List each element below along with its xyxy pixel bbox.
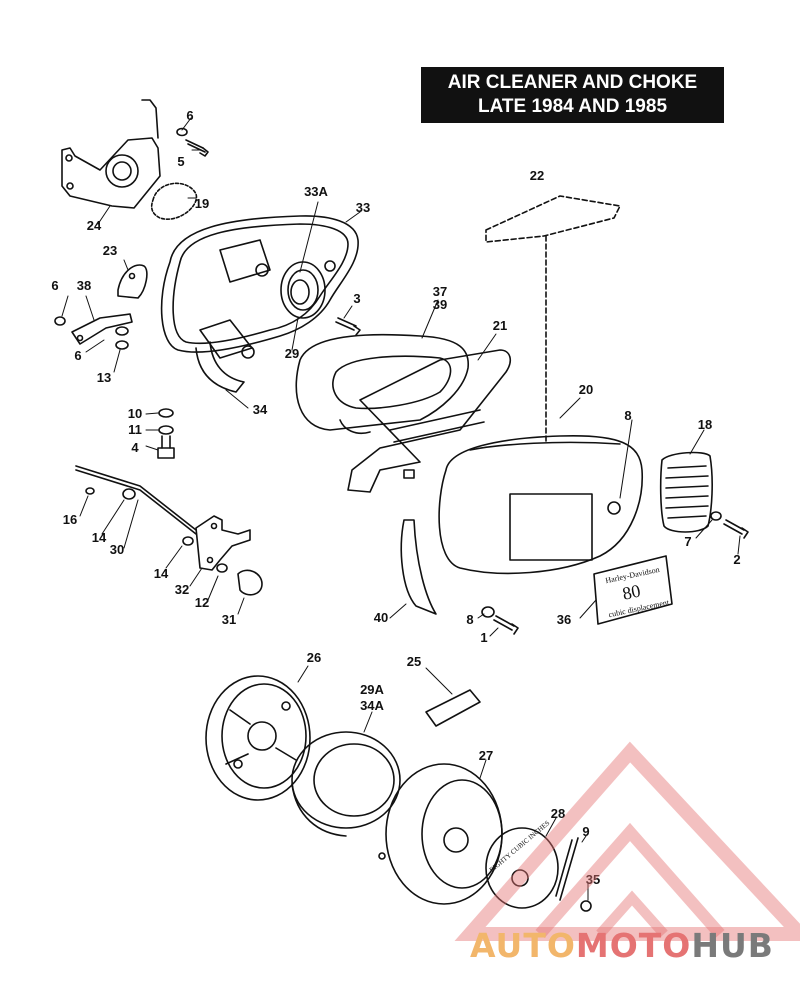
part-label-p39: 39 — [433, 297, 447, 312]
part-label-p33a: 33A — [304, 184, 328, 199]
part-label-p2: 2 — [733, 552, 740, 567]
title-line-1: AIR CLEANER AND CHOKE — [447, 72, 698, 93]
part-label-p6b: 6 — [51, 278, 58, 293]
part-label-p34a: 34A — [360, 698, 384, 713]
part-label-p18: 18 — [698, 417, 712, 432]
part-label-p22: 22 — [530, 168, 544, 183]
part-label-p4: 4 — [131, 440, 139, 455]
filter-element-37 — [295, 333, 469, 435]
leader-lines — [61, 117, 741, 901]
bracket-38 — [71, 313, 133, 345]
part-label-p7: 7 — [684, 534, 691, 549]
part-label-p35: 35 — [586, 872, 600, 887]
part-label-p13: 13 — [97, 370, 111, 385]
mounting-bracket — [61, 99, 161, 209]
backplate-33 — [160, 215, 359, 359]
watermark-moto: MOTO — [575, 926, 692, 965]
round-cover-27 — [378, 763, 503, 905]
air-cleaner-cover-20 — [438, 434, 643, 575]
part-label-p3: 3 — [353, 291, 360, 306]
plate-caption: cubic displacement — [608, 598, 671, 620]
part-label-p30: 30 — [110, 542, 124, 557]
emblem-plate-text: Harley-Davidson 80 cubic displacement — [605, 565, 671, 620]
washer-bolt-stack — [157, 408, 175, 459]
decal-22 — [485, 195, 621, 445]
part-label-p14a: 14 — [92, 530, 107, 545]
watermark-wordmark: AUTOMOTOHUB — [470, 926, 774, 965]
emblem-insert-18 — [659, 451, 713, 533]
part-label-p34: 34 — [253, 402, 268, 417]
washers-6-13 — [54, 316, 129, 350]
part-label-p31: 31 — [222, 612, 236, 627]
plate-number: 80 — [621, 581, 643, 604]
part-label-p14b: 14 — [154, 566, 169, 581]
part-label-p29: 29 — [285, 346, 299, 361]
part-label-p6a: 6 — [186, 108, 193, 123]
filter-support-21 — [347, 349, 512, 493]
screw-5 — [176, 127, 209, 157]
part-label-p26: 26 — [307, 650, 321, 665]
screw-2-washer-7 — [710, 511, 749, 539]
choke-cable-30 — [75, 465, 197, 546]
part-label-p12: 12 — [195, 595, 209, 610]
part-label-p38: 38 — [77, 278, 91, 293]
small-bracket-23 — [117, 264, 148, 299]
part-label-p10: 10 — [128, 406, 142, 421]
part-label-p1: 1 — [480, 630, 487, 645]
part-label-p8b: 8 — [466, 612, 473, 627]
part-label-p37: 37 — [433, 284, 447, 299]
diagram-title: AIR CLEANER AND CHOKE LATE 1984 AND 1985 — [421, 67, 724, 123]
choke-bracket-32 — [195, 515, 251, 571]
part-label-p36: 36 — [557, 612, 571, 627]
part-label-p27: 27 — [479, 748, 493, 763]
part-label-p21: 21 — [493, 318, 507, 333]
part-label-p32: 32 — [175, 582, 189, 597]
watermark-auto: AUTO — [470, 926, 576, 965]
part-label-p23: 23 — [103, 243, 117, 258]
part-label-p9: 9 — [582, 824, 589, 839]
part-label-p16: 16 — [63, 512, 77, 527]
gasket-25 — [425, 689, 481, 727]
round-filter-element-29a — [291, 731, 401, 837]
part-label-p11: 11 — [128, 422, 142, 437]
part-label-p25: 25 — [407, 654, 421, 669]
part-label-p40: 40 — [374, 610, 388, 625]
round-plate-28 — [485, 827, 559, 909]
part-label-p28: 28 — [551, 806, 565, 821]
title-line-2: LATE 1984 AND 1985 — [477, 96, 668, 117]
gasket-19 — [150, 182, 198, 220]
hose-40 — [400, 519, 437, 615]
watermark-hub: HUB — [691, 926, 774, 965]
screw-1-washer-8 — [481, 606, 519, 635]
part-label-p20: 20 — [579, 382, 593, 397]
breather-hose-34 — [195, 341, 245, 393]
screw-35 — [555, 837, 592, 912]
part-label-p33: 33 — [356, 200, 370, 215]
watermark-logo — [454, 741, 800, 941]
part-label-p5: 5 — [177, 154, 184, 169]
emblem-plate-36 — [593, 555, 673, 625]
part-label-p29a: 29A — [360, 682, 384, 697]
part-label-p19: 19 — [195, 196, 209, 211]
round-backplate-26 — [205, 675, 311, 801]
choke-knob-31 — [216, 563, 263, 596]
part-label-p24: 24 — [87, 218, 102, 233]
screw-3 — [335, 317, 361, 336]
part-label-p8a: 8 — [624, 408, 631, 423]
part-label-p6c: 6 — [74, 348, 81, 363]
